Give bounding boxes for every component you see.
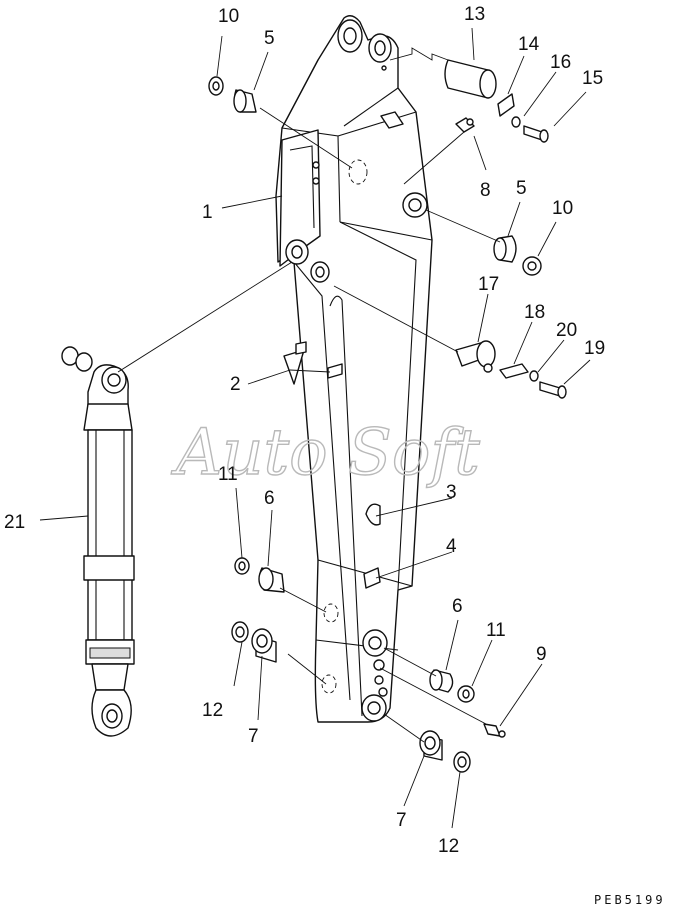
grease-fitting-9 — [483, 723, 506, 738]
drawing-reference-code: PEB5199 — [594, 893, 666, 907]
callout-11-left: 11 — [218, 464, 238, 485]
callout-7-right: 7 — [396, 810, 407, 831]
callout-3: 3 — [446, 482, 457, 503]
shim-10-right — [522, 256, 542, 276]
callout-10-right: 10 — [552, 198, 573, 219]
arm-body — [275, 15, 433, 723]
callout-21: 21 — [4, 512, 25, 533]
shim-11-left — [234, 557, 250, 575]
bucket-cylinder-21 — [61, 346, 135, 737]
callout-19: 19 — [584, 338, 605, 359]
callout-10-upper: 10 — [218, 6, 239, 27]
washer-12-right — [453, 751, 471, 773]
link-pin-17 — [455, 340, 496, 373]
callout-14: 14 — [518, 34, 540, 55]
callout-6-left: 6 — [264, 488, 275, 509]
plate-18 — [499, 363, 529, 379]
callout-2: 2 — [230, 374, 241, 395]
callout-20: 20 — [556, 320, 577, 341]
bushing-5-upper-left — [233, 89, 257, 113]
callout-6-right: 6 — [452, 596, 463, 617]
callout-12-right: 12 — [438, 836, 459, 857]
callout-12-left: 12 — [202, 700, 223, 721]
callout-5-upper: 5 — [264, 28, 275, 49]
bushing-7-right — [419, 730, 443, 761]
shim-11-right — [457, 685, 475, 703]
callout-1: 1 — [202, 202, 213, 223]
callout-8: 8 — [480, 180, 491, 201]
callout-17: 17 — [478, 274, 499, 295]
washer-20 — [529, 370, 539, 382]
bushing-5-right — [493, 235, 517, 263]
bushing-7-left — [251, 628, 277, 663]
pin-13-leader-path — [389, 47, 449, 61]
washer-16 — [511, 116, 521, 128]
bushing-6-left — [258, 567, 285, 593]
bolt-19 — [539, 381, 567, 399]
leader-lines — [39, 27, 591, 829]
callout-5-right: 5 — [516, 178, 527, 199]
hose-clamp-part-2 — [283, 341, 343, 385]
callout-numbers: 10 5 13 14 16 15 8 1 5 10 17 18 20 19 2 … — [4, 4, 605, 857]
shim-10-upper-left — [208, 76, 224, 96]
callout-11-right: 11 — [486, 620, 506, 641]
callout-4: 4 — [446, 536, 457, 557]
bolt-15 — [523, 125, 549, 143]
callout-15: 15 — [582, 68, 603, 89]
washer-12-left — [231, 621, 249, 643]
pin-13 — [444, 59, 497, 99]
callout-7-left: 7 — [248, 726, 259, 747]
callout-9: 9 — [536, 644, 547, 665]
grease-fitting-8 — [455, 117, 475, 133]
plate-14 — [497, 93, 515, 117]
callout-13: 13 — [464, 4, 485, 25]
callout-16: 16 — [550, 52, 571, 73]
watermark-text: Auto Soft — [171, 416, 480, 490]
bushing-6-right — [429, 669, 454, 693]
callout-18: 18 — [524, 302, 545, 323]
